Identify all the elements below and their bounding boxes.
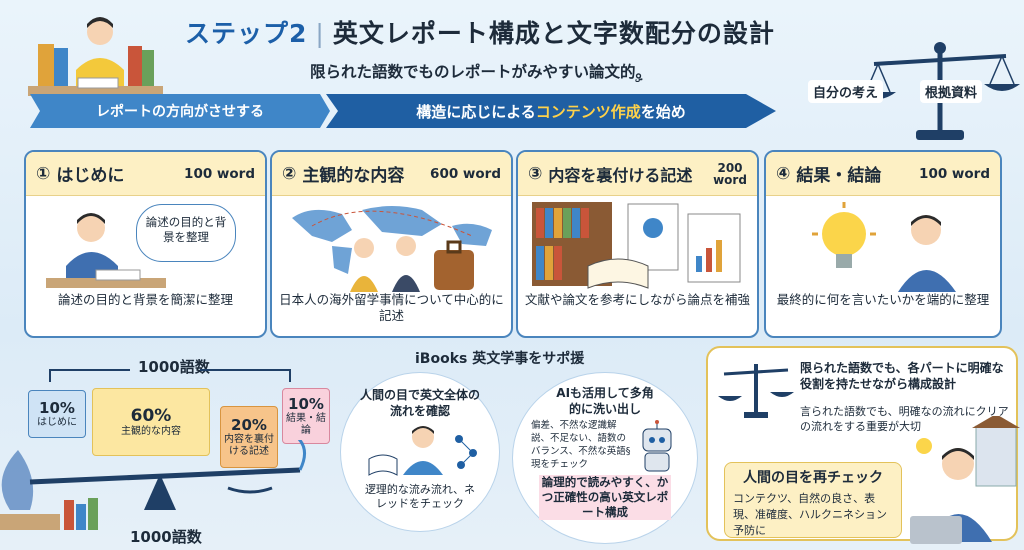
small-scale-icon	[718, 364, 794, 418]
distribution-title-top: 1000語数	[138, 358, 210, 376]
robot-icon	[642, 420, 672, 472]
distribution-title-bottom: 1000語数	[130, 528, 202, 546]
card-words: 100 word	[184, 165, 255, 182]
box-percent: 10%	[288, 395, 324, 413]
arrow-second-post: を始め	[640, 102, 686, 121]
card-illustration	[518, 196, 757, 292]
distribution-box-main: 60% 主観的な内容	[92, 388, 210, 456]
card-words: 200 word	[713, 160, 747, 187]
card-title: 内容を裏付ける記述	[548, 165, 693, 185]
recheck-desc: コンテクツ、自然の良さ、表現、准確度、ハルクニネション予防に	[733, 492, 887, 537]
card-title: はじめに	[56, 166, 125, 186]
student-writing-icon	[46, 213, 166, 288]
books-documents-icon	[532, 202, 741, 289]
flow-arrow: レポートの方向がさせする 構造に応じによるコンテンツ作成を始め	[30, 94, 776, 128]
support-right-emphasis: 論理的で読みやすく、かつ正確性の高い英文レポート構成	[539, 475, 671, 520]
title-separator: |	[315, 19, 325, 48]
card-conclusion: ④ 結果・結論 100 word 最終的に何を言いたいかを端的に整理	[764, 150, 1002, 338]
card-words: 600 word	[430, 165, 501, 182]
card-description: 文献や論文を参考にしながら論点を補強	[524, 292, 750, 307]
distribution-box-support: 20% 内容を裏付ける記述	[220, 406, 278, 468]
scale-left-label: 自分の考え	[808, 80, 884, 103]
card-title: 結果・結論	[796, 166, 882, 186]
card-number: ④	[776, 163, 791, 184]
arrow-first: レポートの方向がさせする	[30, 94, 330, 128]
arrow-second: 構造に応じによるコンテンツ作成を始め	[326, 94, 776, 128]
box-percent: 10%	[39, 399, 75, 417]
box-percent: 20%	[231, 416, 267, 434]
balance-scale-icon	[860, 42, 1020, 140]
arrow-highlight: コンテンツ作成	[535, 102, 641, 121]
box-name: はじめに	[37, 417, 77, 428]
panel-main-text: 限られた語数でも、各パートに明確な役割を持たせながら構成設計	[800, 361, 1004, 391]
card-illustration: 論述の目的と背景を整理	[26, 196, 265, 292]
card-illustration	[766, 196, 1000, 292]
support-human-check: 人間の目で英文全体の流れを確認 逻理的な流み流れ、ネレッドをチェック	[340, 372, 500, 532]
panel-sub-text: 言られた語数でも、明確なの流れにクリアの流れをする重要が大切	[800, 405, 1009, 433]
card-header: ① はじめに 100 word	[26, 152, 265, 196]
box-name: 内容を裏付ける記述	[224, 434, 274, 457]
card-number: ②	[282, 163, 297, 184]
card-supporting: ③ 内容を裏付ける記述 200 word 文献や論文を参考にしながら論点を補強	[516, 150, 759, 338]
card-introduction: ① はじめに 100 word 論述の目的と背景を整理 論述の目的と背景を簡潔に…	[24, 150, 267, 338]
arrow-second-pre: 構造に応じによる	[416, 102, 536, 121]
support-left-heading: 人間の目で英文全体の流れを確認	[359, 388, 480, 418]
support-left-desc: 逻理的な流み流れ、ネレッドをチェック	[364, 483, 476, 510]
title-text: 英文レポート構成と文字数配分の設計	[332, 19, 775, 48]
box-name: 主観的な内容	[121, 426, 181, 437]
support-right-list: 偏差、不然な逻識解説、不足ない、語数のバランス、不然な英語§現をチェック	[531, 420, 631, 470]
card-header: ② 主観的な内容 600 word	[272, 152, 511, 196]
card-description: 論述の目的と背景を簡潔に整理	[57, 292, 233, 307]
distribution-seesaw	[0, 440, 306, 530]
subtitle: 限られた語数でものレポートがみやすい論文的ۣ。	[310, 63, 652, 81]
card-number: ③	[528, 163, 543, 184]
card-number: ①	[36, 163, 51, 184]
world-map-icon	[292, 206, 492, 292]
reviewer-laptop-icon	[910, 416, 1020, 544]
human-reviewer-icon	[368, 426, 477, 476]
card-words: 100 word	[919, 165, 990, 182]
recheck-box: 人間の目を再チェック コンテクツ、自然の良さ、表現、准確度、ハルクニネション予防…	[724, 462, 902, 538]
support-ai-check: AIも活用して多角的に洗い出し 偏差、不然な逻識解説、不足ない、語数のバランス、…	[512, 372, 698, 544]
card-header: ④ 結果・結論 100 word	[766, 152, 1000, 196]
scale-right-label: 根拠資料	[920, 80, 983, 103]
lightbulb-idea-icon	[812, 202, 956, 292]
speech-bubble: 論述の目的と背景を整理	[136, 204, 236, 262]
card-header: ③ 内容を裏付ける記述 200 word	[518, 152, 757, 196]
support-right-heading: AIも活用して多角的に洗い出し	[556, 386, 654, 416]
card-illustration	[272, 196, 511, 292]
card-title: 主観的な内容	[302, 166, 405, 186]
writer-illustration	[28, 17, 163, 96]
page-title: ステップ2|英文レポート構成と文字数配分の設計	[185, 14, 775, 50]
card-description: 日本人の海外留学事情について中心的に記述	[279, 292, 504, 323]
step-label: ステップ2	[185, 19, 308, 48]
support-title: iBooks 英文学事をサポ援	[415, 351, 585, 367]
card-description: 最終的に何を言いたいかを端的に整理	[776, 292, 990, 307]
box-name: 結果・結論	[286, 413, 326, 436]
distribution-box-intro: 10% はじめに	[28, 390, 86, 438]
box-percent: 60%	[130, 406, 172, 426]
distribution-box-conclusion: 10% 結果・結論	[282, 388, 330, 444]
card-main-content: ② 主観的な内容 600 word 日本人の海外留学事情について中心的に記述	[270, 150, 513, 338]
recheck-title: 人間の目を再チェック	[743, 470, 883, 486]
bracket-top	[49, 369, 291, 382]
